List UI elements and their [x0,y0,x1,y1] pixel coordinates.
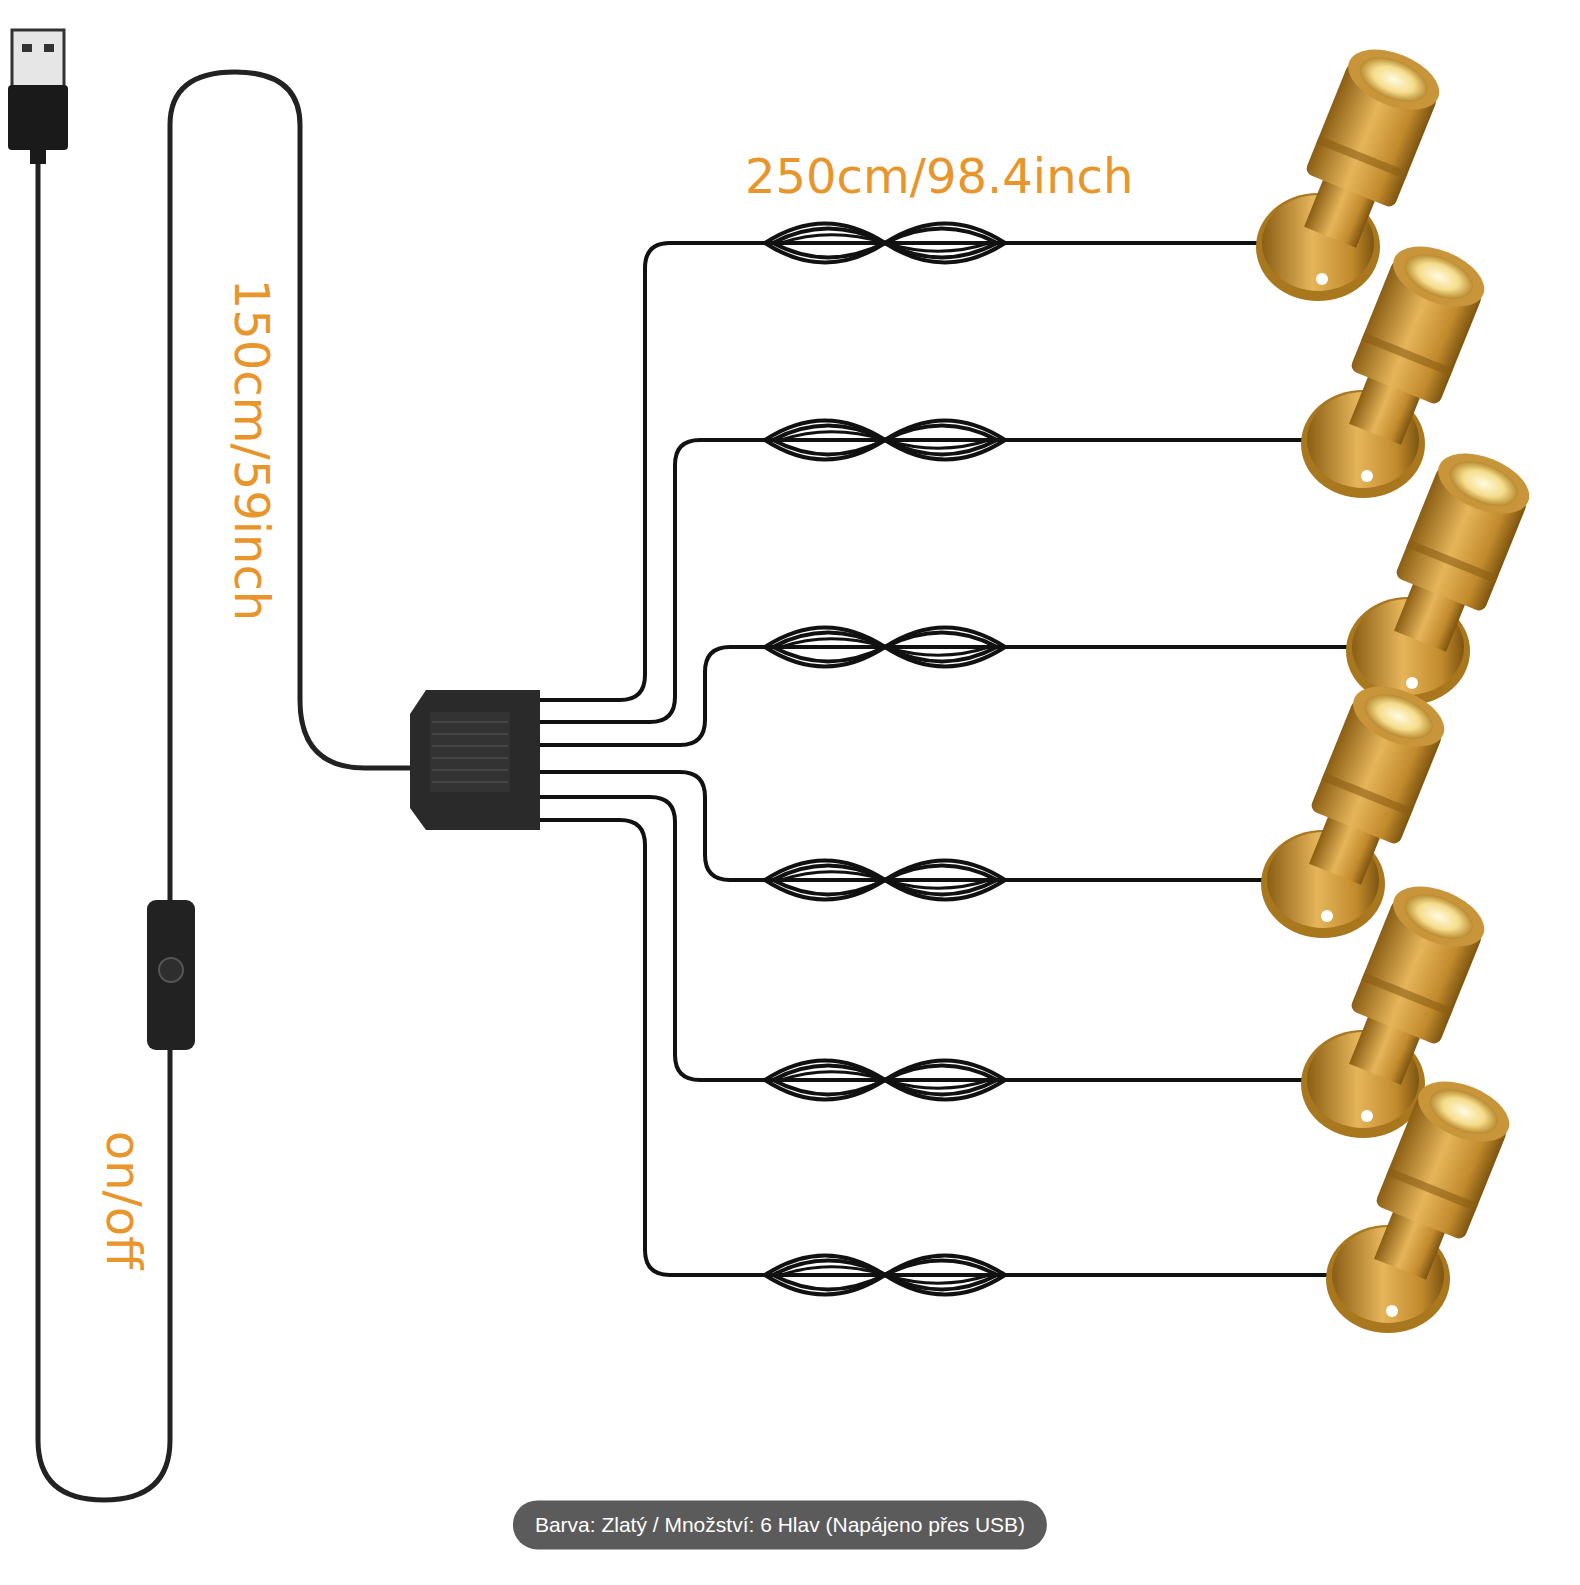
caption-pill: Barva: Zlatý / Množství: 6 Hlav (Napájen… [513,1500,1047,1549]
switch-label: on/off [100,1131,148,1269]
cable-length: 150cm/59inch [228,279,276,622]
cable-length: 250cm/98.4inch [745,152,1133,200]
